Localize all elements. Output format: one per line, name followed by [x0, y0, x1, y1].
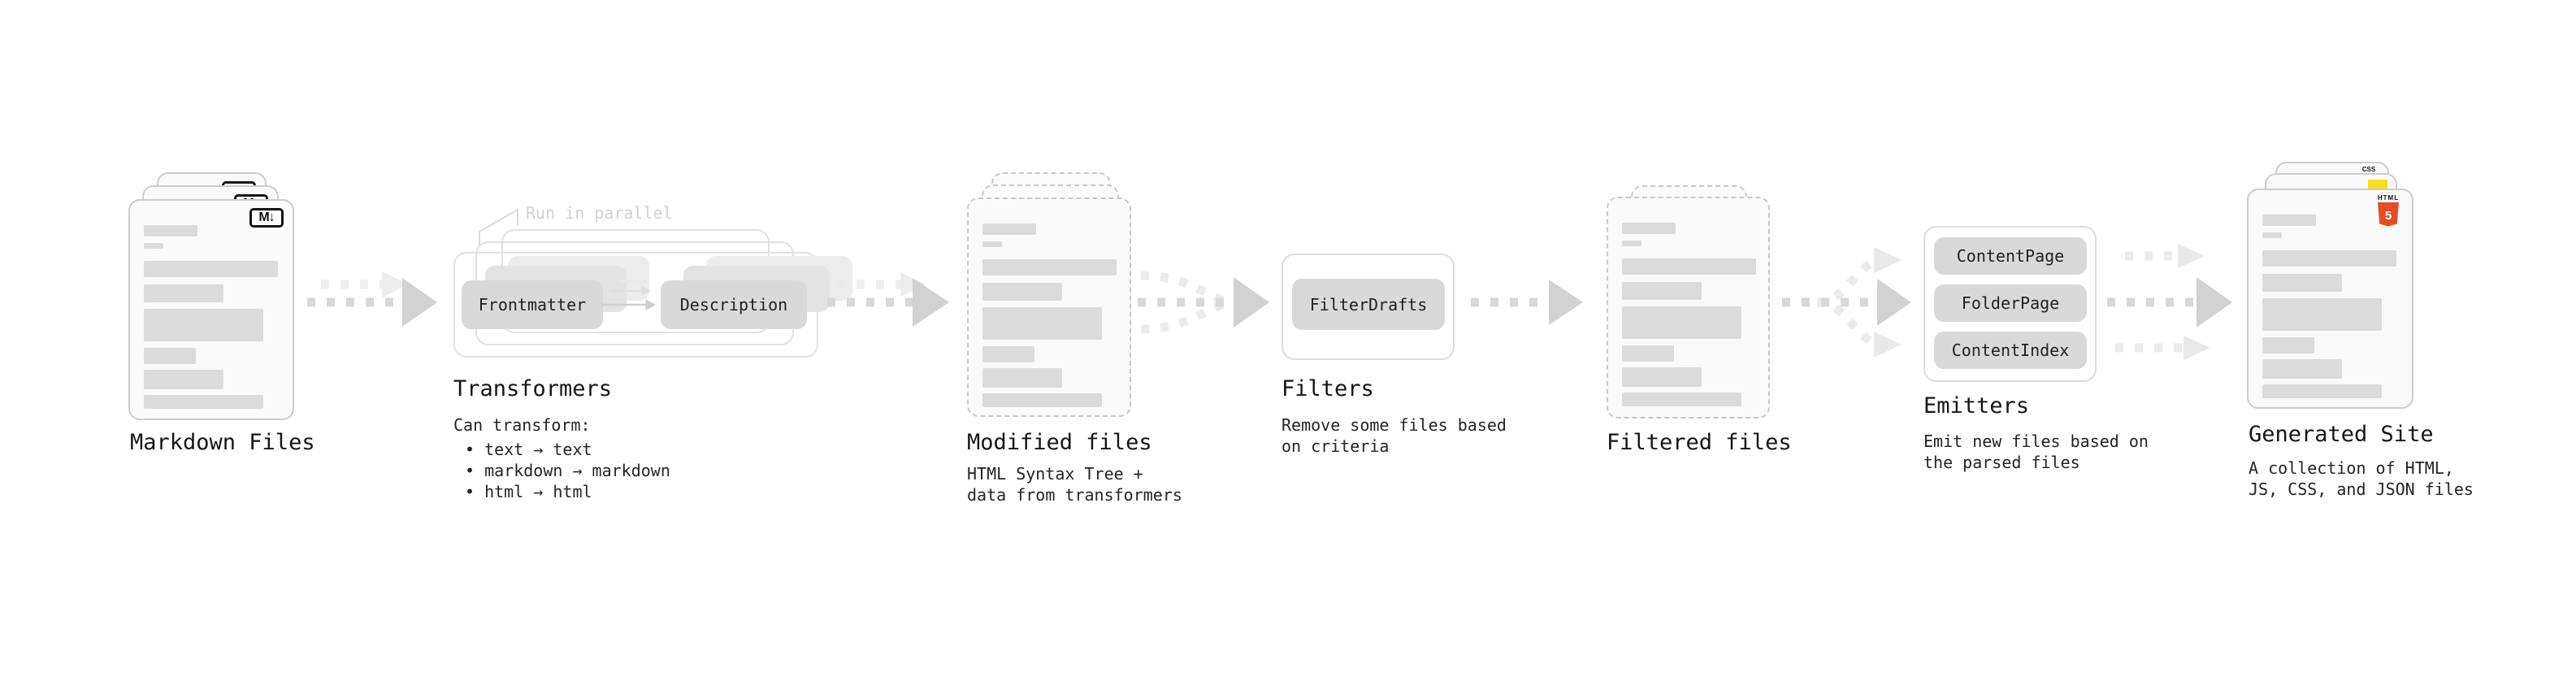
run-in-parallel-leader-line: [479, 208, 518, 246]
run-in-parallel-annotation: Run in parallel: [526, 203, 673, 223]
generated-site-title: Generated Site: [2249, 422, 2434, 447]
doc-text-bar: [1622, 258, 1756, 275]
doc-text-bar: [2262, 274, 2342, 292]
modified-files-title: Modified files: [967, 430, 1152, 455]
doc-text-bar: [2262, 359, 2342, 379]
doc-text-bar: [1622, 241, 1641, 246]
doc-text-bar: [2262, 337, 2314, 354]
doc-text-bar: [1622, 345, 1674, 362]
doc-skeleton: [130, 201, 293, 409]
svg-text:5: 5: [2385, 209, 2392, 223]
html5-shield: 5: [2378, 202, 2399, 227]
doc-text-bar: [144, 309, 263, 341]
doc-text-bar: [144, 348, 196, 364]
frontmatter-chip: Frontmatter: [462, 280, 603, 329]
doc-text-bar: [2262, 384, 2382, 398]
doc-text-bar: [144, 243, 163, 249]
arrow-emitters-to-generated: [2107, 244, 2232, 360]
js-icon: [2368, 180, 2387, 190]
contentindex-chip: ContentIndex: [1934, 332, 2087, 369]
arrow-modified-to-filters: [1138, 271, 1269, 334]
contentpage-chip: ContentPage: [1934, 237, 2087, 275]
html5-icon-label: HTML: [2377, 194, 2400, 202]
markdown-files-title: Markdown Files: [130, 430, 315, 455]
doc-text-bar: [982, 283, 1062, 301]
doc-text-bar: [982, 241, 1002, 247]
filtered-files-title: Filtered files: [1607, 430, 1792, 455]
bullet-item: • markdown → markdown: [465, 461, 670, 480]
doc-text-bar: [144, 370, 223, 389]
emitters-title: Emitters: [1923, 393, 2030, 419]
doc-skeleton: [2249, 190, 2412, 398]
doc-text-bar: [982, 307, 1102, 340]
bullet-item: • html → html: [465, 482, 592, 501]
doc-skeleton: [969, 199, 1130, 407]
description-chip: Description: [661, 280, 807, 329]
doc-skeleton: [1608, 198, 1768, 406]
doc-text-bar: [1622, 223, 1676, 234]
emitters-frame: [1923, 226, 2097, 382]
filters-frame: [1281, 254, 1455, 360]
generated-site-desc: A collection of HTML, JS, CSS, and JSON …: [2249, 458, 2474, 499]
arrow-filters-to-filtered: [1471, 280, 1583, 325]
doc-text-bar: [144, 225, 197, 236]
doc-text-bar: [144, 284, 223, 302]
doc-text-bar: [982, 393, 1102, 407]
doc-text-bar: [1622, 393, 1741, 406]
doc-text-bar: [144, 261, 278, 277]
doc-text-bar: [982, 346, 1034, 362]
html5-icon: HTML 5: [2374, 194, 2402, 227]
doc-text-bar: [982, 223, 1036, 235]
transformer-chip-arrows: [601, 276, 657, 310]
generated-file-card-front: HTML 5: [2247, 189, 2413, 409]
folderpage-chip: FolderPage: [1934, 284, 2087, 322]
markdown-icon: M↓: [249, 208, 284, 228]
emitters-desc: Emit new files based on the parsed files: [1923, 432, 2149, 472]
doc-text-bar: [1622, 306, 1741, 339]
doc-text-bar: [2262, 298, 2382, 331]
doc-text-bar: [2262, 232, 2282, 238]
arrow-transformers-to-modified: [827, 272, 949, 327]
arrow-filtered-to-emitters: [1782, 247, 1911, 358]
bullet-item: • text → text: [465, 440, 592, 459]
modified-files-desc: HTML Syntax Tree + data from transformer…: [967, 464, 1182, 505]
css-icon-label: CSS: [2361, 166, 2376, 173]
doc-text-bar: [1622, 367, 1702, 387]
markdown-file-card-front: M↓: [128, 199, 294, 420]
doc-text-bar: [144, 395, 263, 409]
filters-title: Filters: [1281, 376, 1374, 401]
filterdrafts-chip: FilterDrafts: [1292, 279, 1445, 330]
transformers-desc-heading: Can transform:: [453, 415, 591, 435]
filters-desc: Remove some files based on criteria: [1281, 415, 1507, 456]
doc-text-bar: [982, 368, 1062, 388]
doc-text-bar: [2262, 215, 2316, 226]
transformers-title: Transformers: [453, 376, 613, 401]
doc-text-bar: [2262, 250, 2396, 267]
doc-text-bar: [982, 259, 1117, 275]
transformers-bullets: • text → text • markdown → markdown • html…: [465, 439, 670, 502]
filtered-file-card-front: [1607, 197, 1770, 419]
modified-file-card-front: [967, 197, 1131, 417]
doc-text-bar: [1622, 282, 1702, 300]
arrow-markdown-to-transformers: [307, 271, 437, 327]
